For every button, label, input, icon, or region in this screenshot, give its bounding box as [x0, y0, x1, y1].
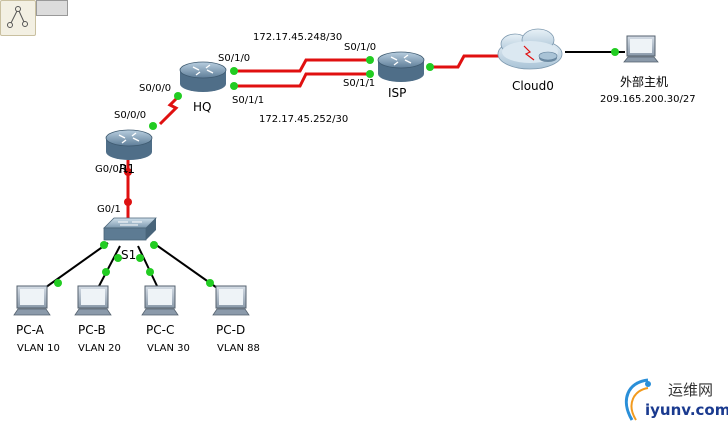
router-hq[interactable]: [179, 61, 227, 92]
port-status-dots: [54, 48, 619, 287]
interface-label-hq-s000: S0/0/0: [139, 83, 172, 94]
interface-label-r1-s000: S0/0/0: [114, 110, 147, 121]
interface-label-hq-s011: S0/1/1: [232, 95, 265, 106]
device-label-s1: S1: [121, 248, 137, 262]
interface-label-r1-g001: G0/0/1: [95, 164, 129, 175]
ethernet-link-s1-pc-b: [97, 245, 121, 289]
vlan-label-pc-b: VLAN 20: [78, 343, 121, 354]
pc-external-host[interactable]: [623, 35, 659, 63]
watermark-site-url: iyunv.com: [645, 401, 728, 419]
device-label-r1: R1: [119, 162, 135, 176]
serial-link-hq-isp-2: [234, 72, 370, 88]
ethernet-link-s1-pc-c: [137, 245, 159, 289]
device-label-pc-a: PC-A: [16, 323, 44, 337]
switch-s1[interactable]: [103, 217, 157, 241]
device-label-pc-d: PC-D: [216, 323, 246, 337]
serial-link-hq-isp-1: [234, 58, 370, 73]
pc-b[interactable]: [74, 285, 112, 316]
serial-link-hq-r1: [158, 95, 180, 126]
vlan-label-pc-c: VLAN 30: [147, 343, 190, 354]
watermark-logo-icon: [625, 378, 651, 421]
vlan-label-pc-d: VLAN 88: [217, 343, 260, 354]
pc-d[interactable]: [212, 285, 250, 316]
device-label-ext-host: 外部主机: [620, 75, 669, 89]
router-r1[interactable]: [105, 129, 153, 160]
ip-label-ext-host: 209.165.200.30/27: [600, 94, 696, 105]
serial-link-isp-cloud: [430, 54, 500, 69]
device-label-pc-b: PC-B: [78, 323, 106, 337]
vlan-label-pc-a: VLAN 10: [17, 343, 60, 354]
watermark-site-name: 运维网: [668, 381, 714, 399]
interface-label-hq-s010: S0/1/0: [218, 53, 251, 64]
share-icon: [7, 6, 28, 28]
toolbar-note-tool[interactable]: [36, 0, 68, 16]
device-label-hq: HQ: [193, 100, 212, 114]
network-label-link1: 172.17.45.248/30: [253, 32, 343, 43]
pc-a[interactable]: [13, 285, 51, 316]
interface-label-s1-g01: G0/1: [97, 204, 121, 215]
pc-c[interactable]: [141, 285, 179, 316]
interface-label-isp-s011: S0/1/1: [343, 78, 376, 89]
device-label-cloud0: Cloud0: [512, 79, 554, 93]
router-isp[interactable]: [377, 51, 425, 82]
interface-label-isp-s010: S0/1/0: [344, 42, 377, 53]
ethernet-link-s1-pc-a: [41, 242, 109, 291]
network-label-link2: 172.17.45.252/30: [259, 114, 349, 125]
cloud-0[interactable]: [497, 28, 563, 70]
device-label-isp: ISP: [388, 86, 407, 100]
device-label-pc-c: PC-C: [146, 323, 175, 337]
